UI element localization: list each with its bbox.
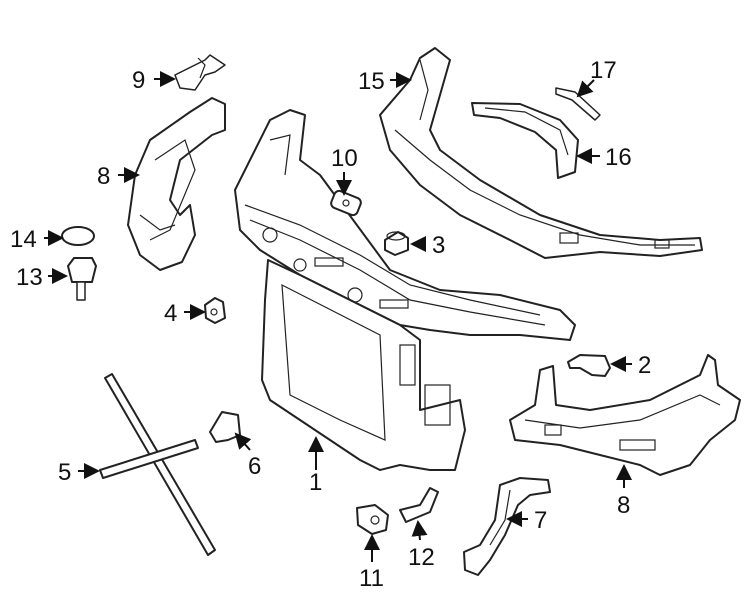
part-4-sensor [204,297,226,324]
part-13-rubber-bumper [67,257,97,301]
part-1-front-panel-frame [234,109,576,471]
leader-lines [44,71,632,562]
callout-6: 6 [248,453,261,480]
part-3-grommet [384,231,409,256]
callout-11: 11 [359,565,384,592]
callout-12: 12 [408,544,435,571]
part-17-clip [555,87,601,121]
part-2-clip [567,354,611,377]
callout-4: 4 [164,300,177,327]
callout-8-left: 8 [97,163,110,190]
callout-2: 2 [638,352,651,379]
part-8-left-side-member [127,97,226,271]
part-16-bracket [471,102,579,179]
part-14-plug [61,226,95,246]
callout-16: 16 [605,144,632,171]
callout-5: 5 [58,459,71,486]
callout-3: 3 [432,232,445,259]
callout-13: 13 [16,264,43,291]
callout-10: 10 [331,145,358,172]
callout-14: 14 [10,226,37,253]
callout-17: 17 [590,57,617,84]
part-5-brace-rods [99,373,216,556]
part-8-right-side-member [509,354,741,476]
part-11-clip [356,504,389,535]
callout-8-right: 8 [617,492,630,519]
callout-1: 1 [309,469,322,496]
callout-9: 9 [132,67,145,94]
callout-15: 15 [358,68,385,95]
part-12-hose [399,487,439,523]
part-15-upper-cross-member [379,47,703,259]
callout-labels: 1 2 3 4 5 6 7 8 8 9 10 11 12 13 14 15 16… [10,57,651,592]
part-9-hinge-bracket [174,54,226,91]
callout-7: 7 [534,507,547,534]
part-6-bracket [209,411,241,443]
